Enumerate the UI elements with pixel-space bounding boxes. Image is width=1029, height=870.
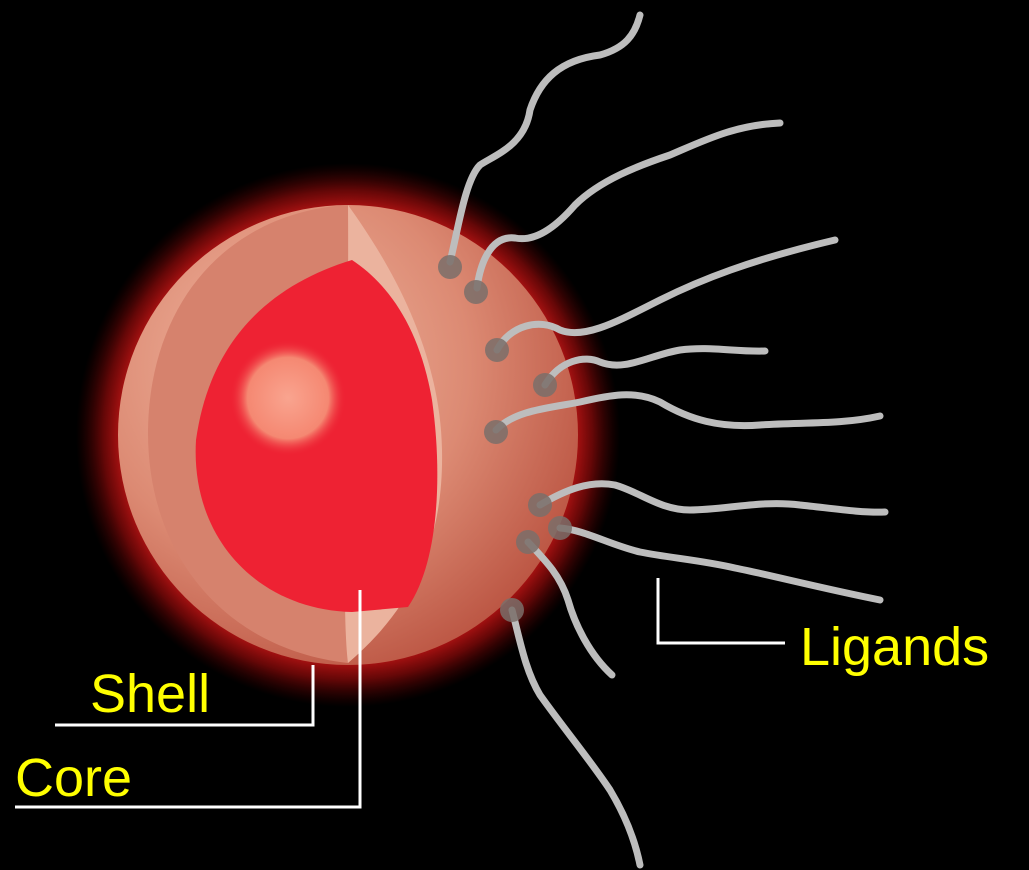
ligand-head <box>438 255 462 279</box>
core-label: Core <box>15 748 132 808</box>
ligand-head <box>548 516 572 540</box>
ligands-label: Ligands <box>800 617 989 677</box>
ligand-head <box>533 373 557 397</box>
ligand-head <box>464 280 488 304</box>
ligand-head <box>516 530 540 554</box>
ligands-leader-line <box>658 578 785 643</box>
ligand-chain <box>512 610 640 865</box>
ligand-head <box>484 420 508 444</box>
ligand-head <box>500 598 524 622</box>
ligand-head <box>485 338 509 362</box>
ligand-chain <box>560 528 880 600</box>
shell-label: Shell <box>90 664 210 724</box>
ligand-head <box>528 493 552 517</box>
core-highlight <box>230 340 346 456</box>
